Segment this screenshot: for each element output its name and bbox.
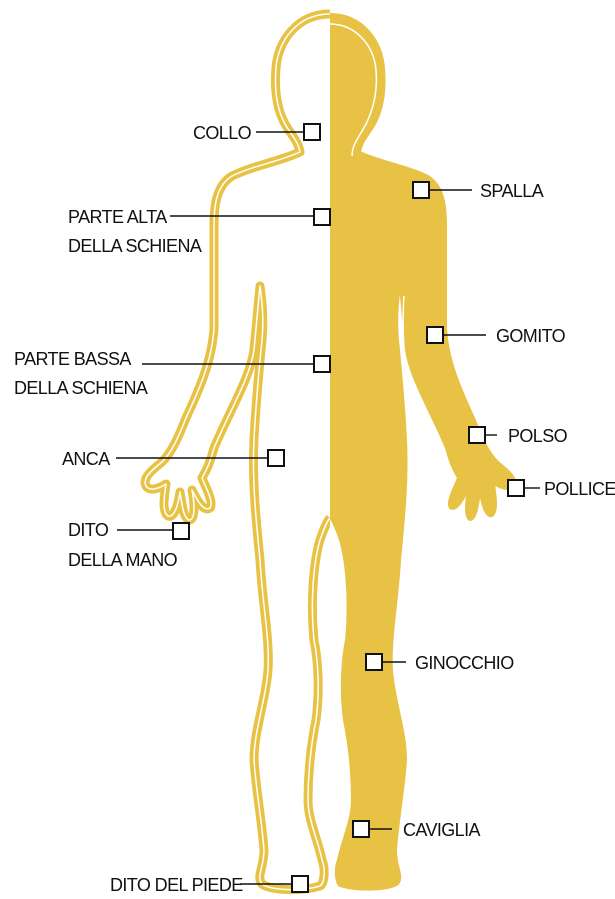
label-pollice: POLLICE <box>544 479 615 499</box>
marker-dito-mano <box>173 523 189 539</box>
label-parte-bassa-2: DELLA SCHIENA <box>14 378 148 398</box>
label-gomito: GOMITO <box>496 326 566 346</box>
label-dito-mano-2: DELLA MANO <box>68 550 178 570</box>
label-ginocchio: GINOCCHIO <box>415 653 514 673</box>
marker-gomito <box>427 327 443 343</box>
marker-pollice <box>508 480 524 496</box>
marker-collo <box>304 124 320 140</box>
label-parte-alta-2: DELLA SCHIENA <box>68 236 202 256</box>
marker-parte-alta-schiena <box>314 209 330 225</box>
marker-ginocchio <box>366 654 382 670</box>
marker-anca <box>268 450 284 466</box>
label-polso: POLSO <box>508 426 568 446</box>
label-dito-piede: DITO DEL PIEDE <box>110 875 243 895</box>
marker-spalla <box>413 182 429 198</box>
label-caviglia: CAVIGLIA <box>403 820 480 840</box>
label-parte-alta-1: PARTE ALTA <box>68 207 167 227</box>
marker-dito-piede <box>292 876 308 892</box>
body-left-half-outline <box>145 14 330 890</box>
marker-parte-bassa-schiena <box>314 356 330 372</box>
marker-caviglia <box>353 821 369 837</box>
marker-polso <box>469 427 485 443</box>
label-dito-mano-1: DITO <box>68 520 109 540</box>
label-parte-bassa-1: PARTE BASSA <box>14 349 131 369</box>
body-right-half-filled <box>330 14 515 890</box>
label-spalla: SPALLA <box>480 181 544 201</box>
label-anca: ANCA <box>62 449 110 469</box>
label-collo: COLLO <box>193 123 252 143</box>
